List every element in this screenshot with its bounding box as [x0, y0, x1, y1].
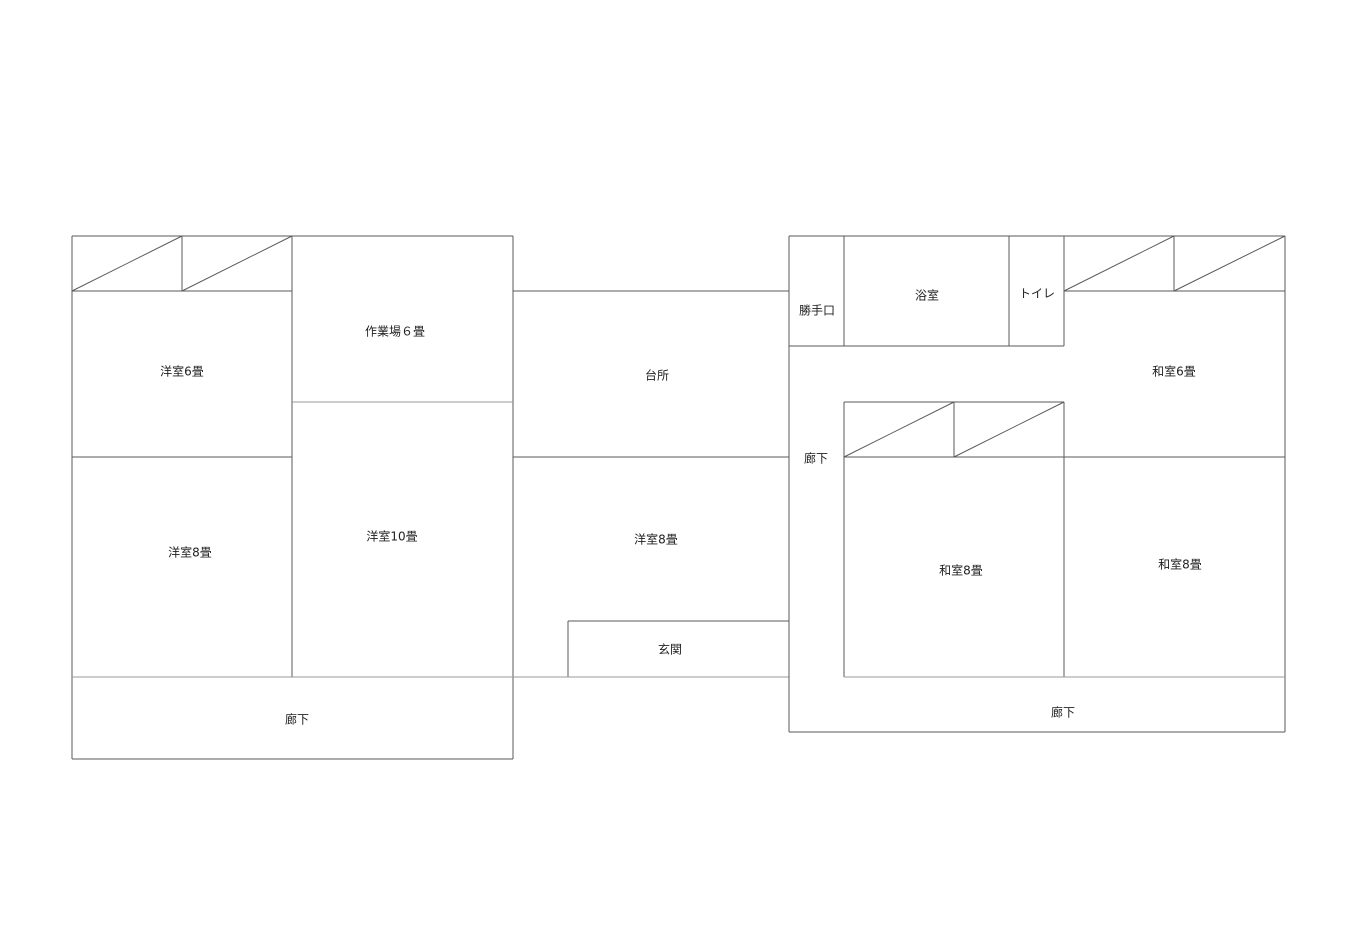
room-label-yokushitsu: 浴室: [915, 288, 939, 303]
room-label-toire: トイレ: [1019, 287, 1055, 301]
closet-diagonal: [843, 401, 955, 458]
room-label-yoshitsu-6: 洋室6畳: [160, 364, 204, 379]
right-block-walls: [788, 235, 1286, 733]
left-closets: [71, 235, 293, 292]
room-label-roka-right: 廊下: [1051, 705, 1075, 720]
room-label-roka-center: 廊下: [804, 451, 828, 466]
room-label-genkan: 玄関: [658, 642, 682, 657]
center-block-walls: [513, 290, 789, 678]
room-label-washitsu-8-right: 和室8畳: [1158, 557, 1202, 572]
right-closets: [843, 235, 1286, 458]
room-label-yoshitsu-8-left: 洋室8畳: [168, 545, 212, 560]
closet-diagonal: [181, 235, 293, 292]
room-label-daidokoro: 台所: [645, 368, 669, 383]
room-label-washitsu-6: 和室6畳: [1152, 364, 1196, 379]
closet-diagonal: [1173, 235, 1286, 292]
room-label-katteguchi: 勝手口: [799, 303, 835, 318]
closet-diagonal: [71, 235, 183, 292]
room-label-roka-left: 廊下: [285, 712, 309, 727]
room-label-washitsu-8-inner: 和室8畳: [939, 563, 983, 578]
closet-diagonal: [1063, 235, 1175, 292]
room-labels: 洋室6畳 作業場６畳 台所 勝手口 浴室 トイレ 和室6畳 廊下 洋室8畳 洋室…: [160, 287, 1202, 727]
left-block-walls: [71, 235, 514, 760]
closet-diagonal: [953, 401, 1065, 458]
room-label-yoshitsu-10: 洋室10畳: [366, 529, 417, 544]
room-label-yoshitsu-8-center: 洋室8畳: [634, 532, 678, 547]
room-label-sagyoba-6: 作業場６畳: [365, 325, 425, 339]
